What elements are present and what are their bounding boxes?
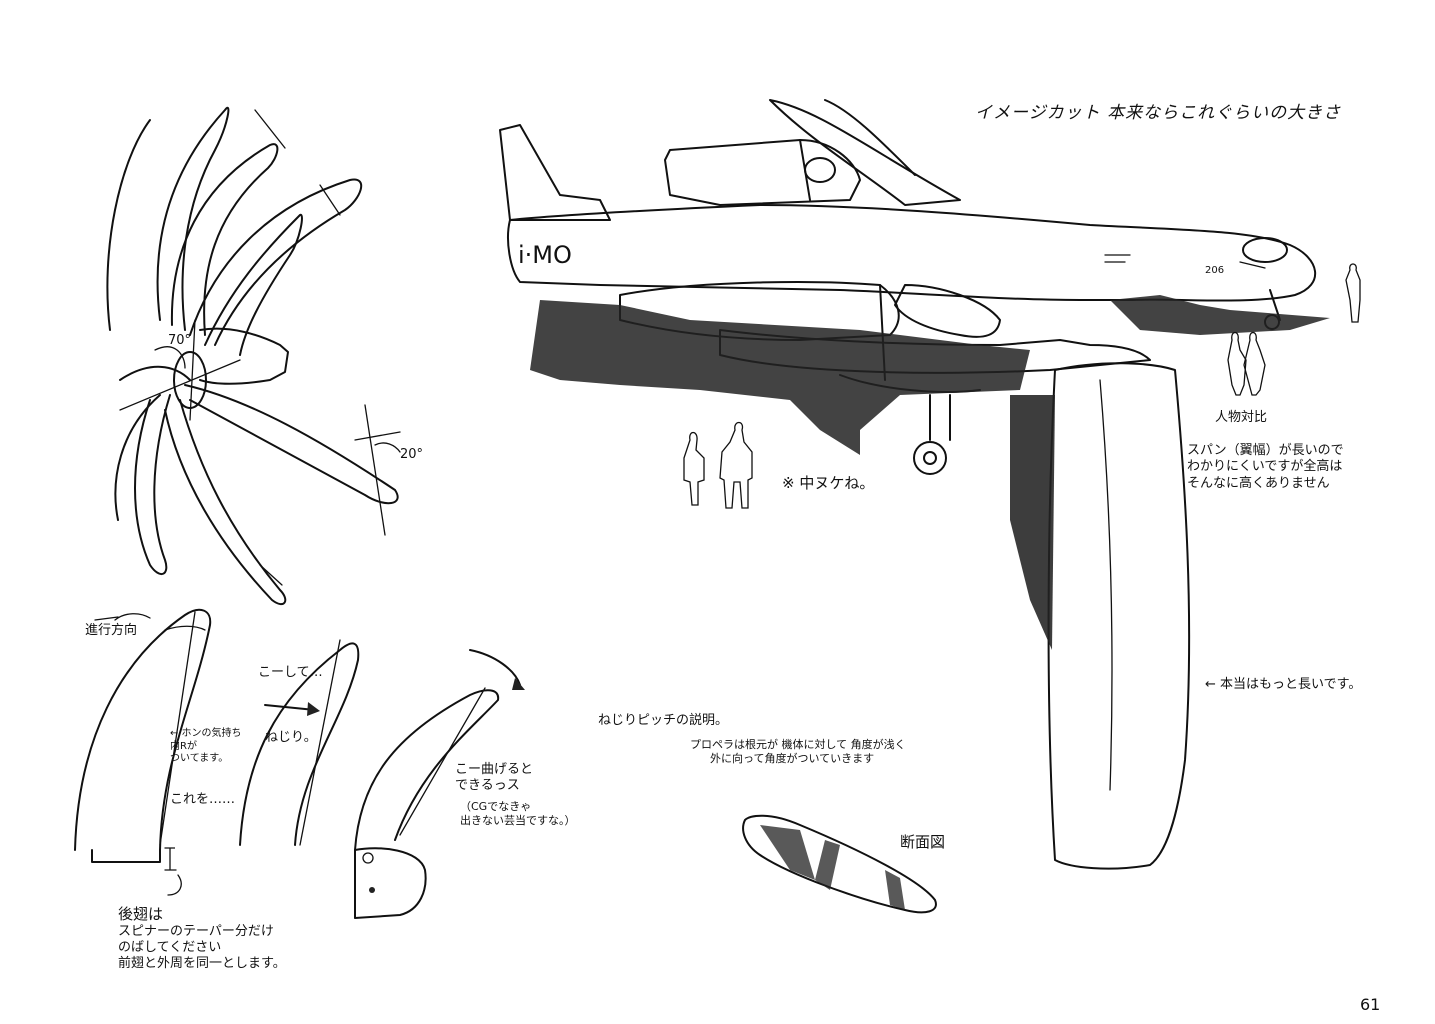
fuselage-number: 206	[1205, 265, 1225, 276]
actual-longer-note: ← 本当はもっと長いです。	[1205, 677, 1362, 692]
trailing-edge-line: のばしてください	[118, 940, 222, 955]
trailing-edge-note: 後翅は スピナーのテーパー分だけ のばしてください 前翅と外周を同一とします。	[118, 905, 286, 973]
trailing-edge-line: 後翅は	[118, 905, 164, 923]
blade-steps-sketch	[74, 608, 525, 919]
pitch-angle-20: 20°	[400, 447, 424, 462]
image-title: イメージカット 本来ならこれぐらいの大きさ	[975, 103, 1342, 123]
aircraft-sketch	[499, 99, 1361, 870]
pitch-angle-70: 70°	[168, 333, 192, 348]
twist-label: ねじり。	[265, 730, 317, 745]
scale-compare-note: 人物対比	[1215, 410, 1268, 425]
inner-r-line: 内Rが	[170, 740, 197, 752]
like-this-label: こーして…	[258, 665, 323, 680]
pitch-explain-body: プロペラは根元が 機体に対して 角度が浅く 外に向って角度がついていきます	[690, 738, 906, 766]
direction-label: 進行方向	[85, 623, 138, 638]
span-note: スパン（翼幅）が長いので わかりにくいですが全高は そんなに高くありません	[1187, 443, 1344, 492]
span-note-line: スパン（翼幅）が長いので	[1187, 443, 1344, 458]
span-note-line: わかりにくいですが全高は	[1187, 459, 1343, 475]
cross-section-sketch	[742, 814, 937, 914]
this-label: これを……	[170, 792, 236, 807]
trailing-edge-line: 前翅と外周を同一とします。	[118, 956, 286, 972]
pitch-explain-heading: ねじりピッチの説明。	[598, 713, 729, 728]
inner-r-note: ← ホンの気持ち 内Rが ついてます。	[170, 728, 242, 766]
pitch-explain-line: 外に向って角度がついていきます	[710, 751, 875, 765]
fuselage-marking: i·MO	[518, 241, 572, 269]
trailing-edge-line: スピナーのテーパー分だけ	[118, 923, 274, 939]
span-note-line: そんなに高くありません	[1187, 475, 1330, 491]
section-label: 断面図	[900, 833, 946, 851]
cg-note-line: 出きない芸当ですな。）	[460, 813, 576, 827]
bend-result-line: できるっス	[455, 778, 520, 794]
propeller-fan-sketch	[106, 106, 401, 606]
inner-r-line: ついてます。	[170, 753, 229, 764]
hollow-note: ※ 中ヌケね。	[782, 474, 875, 492]
inner-r-line: ← ホンの気持ち	[170, 728, 242, 739]
cg-note: （CGでなきゃ 出きない芸当ですな。）	[460, 800, 576, 828]
bend-result-line: こー曲げると	[455, 762, 534, 777]
bend-result-note: こー曲げると できるっス	[455, 762, 533, 795]
pitch-explain-line: プロペラは根元が 機体に対して 角度が浅く	[690, 738, 906, 751]
cg-note-line: （CGでなきゃ	[460, 800, 532, 813]
human-figures	[683, 263, 1361, 509]
page-number: 61	[1360, 995, 1381, 1014]
